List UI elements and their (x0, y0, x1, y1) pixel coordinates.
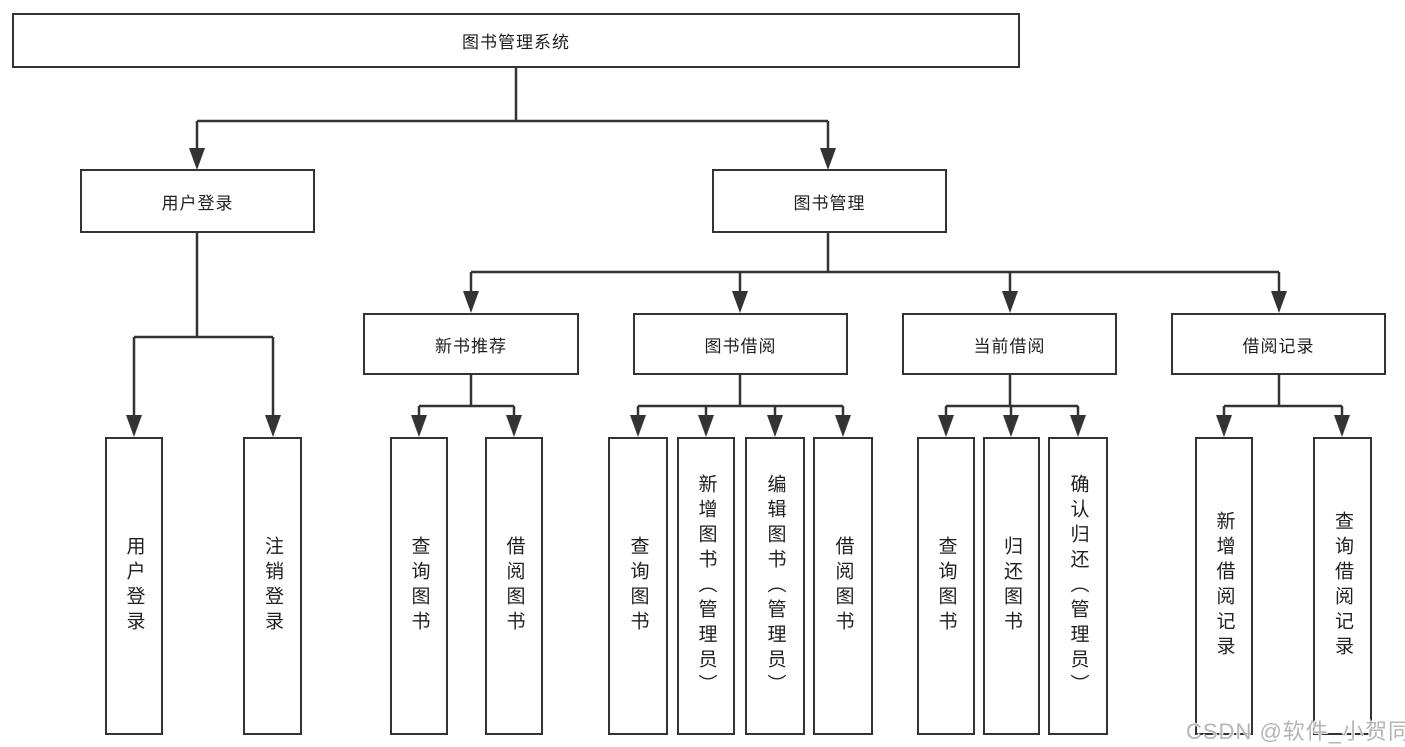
node-library-management-system: 图书管理系统 (12, 13, 1020, 68)
arrow-down-icon (820, 148, 836, 170)
arrow-down-icon (1334, 415, 1350, 437)
node-label: 查询图书 (935, 536, 957, 636)
node-current-borrowing: 当前借阅 (902, 313, 1117, 375)
arrow-down-icon (732, 291, 748, 313)
arrow-down-icon (938, 415, 954, 437)
connector-new-books-branch (417, 375, 516, 428)
node-label: 图书借阅 (704, 336, 777, 356)
arrow-down-icon (1070, 415, 1086, 437)
arrow-down-icon (126, 415, 142, 437)
node-label: 注销登录 (262, 536, 283, 636)
node-add-books-admin: 新增图书（管理员） (677, 437, 735, 735)
node-label: 用户登录 (161, 193, 234, 213)
arrow-down-icon (189, 148, 205, 170)
node-label: 归还图书 (1001, 536, 1022, 636)
node-label: 确认归还（管理员） (1067, 473, 1089, 699)
arrow-down-icon (1002, 291, 1018, 313)
node-book-management: 图书管理 (712, 169, 947, 233)
node-borrow-books-borrowing: 借阅图书 (813, 437, 873, 735)
node-edit-books-admin: 编辑图书（管理员） (745, 437, 805, 735)
arrow-down-icon (411, 415, 427, 437)
node-label: 查询图书 (627, 536, 649, 636)
arrow-down-icon (265, 415, 281, 437)
node-confirm-return-admin: 确认归还（管理员） (1048, 437, 1108, 735)
connector-user-login-branch (132, 233, 275, 428)
node-user-login-leaf: 用户登录 (105, 437, 163, 735)
node-label: 新增图书（管理员） (695, 473, 717, 699)
node-label: 用户登录 (123, 536, 145, 636)
connector-book-borrow-branch (636, 375, 845, 428)
node-query-books-borrowing: 查询图书 (608, 437, 668, 735)
node-new-book-recommendation: 新书推荐 (363, 313, 579, 375)
node-add-borrow-record: 新增借阅记录 (1195, 437, 1253, 735)
arrow-down-icon (506, 415, 522, 437)
node-logout: 注销登录 (243, 437, 302, 735)
arrow-down-icon (1271, 291, 1287, 313)
node-user-login: 用户登录 (80, 169, 315, 233)
node-label: 编辑图书（管理员） (764, 473, 786, 699)
node-label: 图书管理 (793, 193, 866, 213)
arrow-down-icon (1216, 415, 1232, 437)
node-query-borrow-record: 查询借阅记录 (1313, 437, 1372, 735)
arrow-down-icon (630, 415, 646, 437)
node-return-books: 归还图书 (983, 437, 1040, 735)
arrowheads (126, 148, 1350, 437)
csdn-watermark: CSDN @软件_小贺同学 (1186, 719, 1405, 744)
node-label: 图书管理系统 (462, 33, 570, 52)
node-label: 当前借阅 (973, 336, 1046, 356)
arrow-down-icon (835, 415, 851, 437)
node-book-borrowing: 图书借阅 (633, 313, 848, 375)
node-label: 借阅记录 (1242, 336, 1315, 356)
connector-root-to-level2 (195, 68, 830, 162)
node-borrow-books-newbooks: 借阅图书 (485, 437, 543, 735)
node-label: 新增借阅记录 (1213, 511, 1235, 661)
arrow-down-icon (767, 415, 783, 437)
node-query-books-current: 查询图书 (917, 437, 975, 735)
node-label: 借阅图书 (503, 536, 525, 636)
arrow-down-icon (698, 415, 714, 437)
node-label: 借阅图书 (832, 536, 854, 636)
connector-records-branch (1222, 375, 1344, 428)
node-label: 查询借阅记录 (1332, 511, 1353, 661)
arrow-down-icon (1003, 415, 1019, 437)
node-label: 查询图书 (408, 536, 430, 636)
arrow-down-icon (463, 291, 479, 313)
node-query-books-newbooks: 查询图书 (390, 437, 448, 735)
node-label: 新书推荐 (435, 336, 507, 356)
connector-book-mgmt-branch (469, 233, 1281, 305)
node-borrowing-records: 借阅记录 (1171, 313, 1386, 375)
